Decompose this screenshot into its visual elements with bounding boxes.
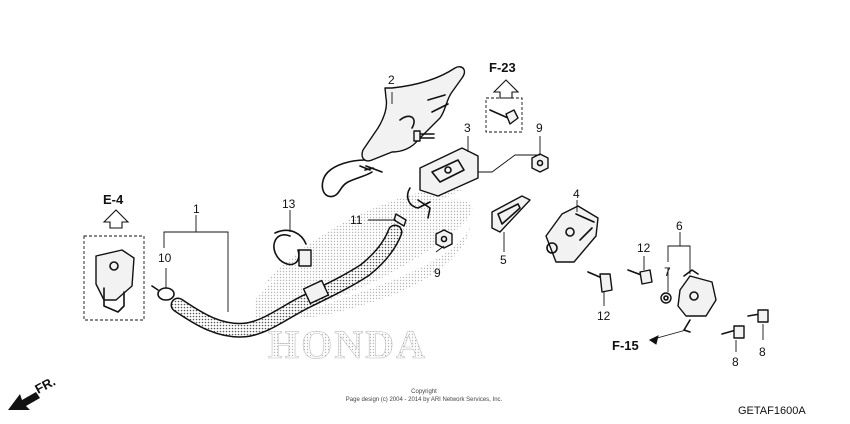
callout-1: 1 xyxy=(193,202,200,216)
callout-6: 6 xyxy=(676,219,683,233)
f15-arrow-icon xyxy=(649,335,659,345)
hose-clamp-band[interactable] xyxy=(273,229,312,267)
callout-5: 5 xyxy=(500,253,507,267)
bracket-bolt[interactable] xyxy=(413,130,435,142)
flange-nut-lower[interactable] xyxy=(435,229,453,249)
solenoid-bolt-b[interactable] xyxy=(747,309,769,323)
air-injection-cover[interactable] xyxy=(545,205,599,263)
reference-e4[interactable]: E-4 xyxy=(103,192,124,207)
callout-3: 3 xyxy=(464,121,471,135)
callout-13: 13 xyxy=(282,197,296,211)
callout-9a: 9 xyxy=(536,121,543,135)
reed-valve-block[interactable] xyxy=(406,147,479,219)
air-bracket-pipe[interactable] xyxy=(321,66,466,198)
flange-nut-upper[interactable] xyxy=(531,153,549,173)
callout-10: 10 xyxy=(158,251,172,265)
reed-gasket[interactable] xyxy=(491,195,531,233)
callout-9b: 9 xyxy=(434,266,441,280)
callout-8b: 8 xyxy=(759,345,766,359)
reference-f23[interactable]: F-23 xyxy=(489,60,516,75)
callout-12b: 12 xyxy=(597,309,611,323)
callout-11: 11 xyxy=(350,213,363,227)
callout-8a: 8 xyxy=(732,355,739,369)
solenoid-bolt-a[interactable] xyxy=(721,325,745,339)
copyright-line-2: Page design (c) 2004 - 2014 by ARI Netwo… xyxy=(346,397,503,403)
honda-wordmark: HONDA xyxy=(268,322,427,367)
callout-4: 4 xyxy=(573,187,580,201)
bracket-bolt-lower[interactable] xyxy=(365,165,383,173)
e4-arrow-icon xyxy=(102,209,130,229)
front-direction-arrow-icon xyxy=(8,392,40,410)
f23-arrow-icon xyxy=(492,79,520,99)
e4-reference-box[interactable] xyxy=(83,235,145,321)
flange-bolt-a[interactable] xyxy=(587,271,613,293)
solenoid-valve[interactable] xyxy=(677,269,717,333)
washer[interactable] xyxy=(660,292,672,304)
reference-f15[interactable]: F-15 xyxy=(612,338,639,353)
f23-reference-box[interactable] xyxy=(485,97,523,133)
callout-7: 7 xyxy=(664,265,671,279)
callout-12a: 12 xyxy=(637,241,651,255)
hose-clamp[interactable] xyxy=(151,285,175,301)
diagram-code: GETAF1600A xyxy=(738,405,806,417)
flange-bolt-b[interactable] xyxy=(627,269,653,285)
callout-2: 2 xyxy=(388,73,395,87)
breather-hose[interactable] xyxy=(170,224,403,338)
hose-clip[interactable] xyxy=(393,213,407,227)
copyright-line-1: Copyright xyxy=(411,389,437,395)
